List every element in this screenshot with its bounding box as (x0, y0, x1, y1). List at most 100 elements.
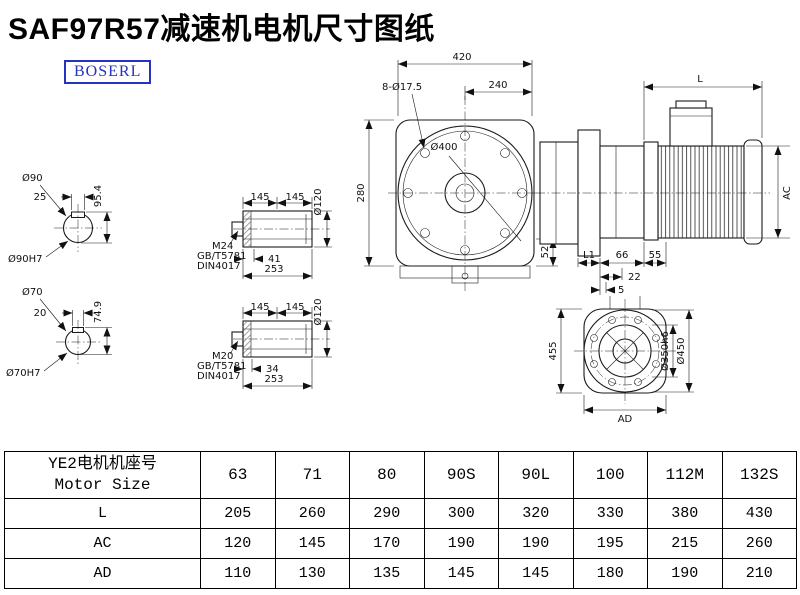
motor-size-112m: 112M (647, 451, 723, 499)
value-cell: 145 (274, 528, 350, 559)
value-cell: 145 (423, 558, 499, 589)
gearbox-front-view: Ø400 420 240 8-Ø17.5 280 (356, 52, 558, 292)
dim-shaft90-diameter: Ø90 (22, 172, 67, 217)
boserl-logo: BOSERL (64, 60, 152, 84)
dim-AD: AD (583, 395, 667, 425)
dim-420: 420 (397, 52, 533, 116)
dim-AC-label: AC (782, 186, 793, 200)
value-cell: 260 (721, 528, 797, 559)
dim-25-label: 25 (34, 192, 47, 203)
shaft-end-view-70: Ø70 20 74.9 Ø70H7 (6, 286, 112, 379)
value-cell: 190 (423, 528, 499, 559)
dim-d90-label: Ø90 (22, 172, 43, 184)
value-cell: 135 (349, 558, 425, 589)
dim-d70-label: Ø70 (22, 286, 43, 298)
motor-size-90l: 90L (498, 451, 574, 499)
dim-22-label: 22 (628, 272, 641, 283)
standard-din4017-label-2: DIN4017 (197, 371, 241, 382)
dim-145-145-bottom: 145 145 (242, 302, 313, 319)
motor-size-80: 80 (349, 451, 425, 499)
dim-253-bottom: 253 (242, 359, 313, 390)
value-cell: 320 (498, 498, 574, 529)
row-label-AC: AC (4, 528, 201, 559)
dim-20-label: 20 (34, 308, 47, 319)
table-row-AC: AC 120 145 170 190 190 195 215 260 (4, 528, 797, 559)
dim-shaft90-keywidth: 25 (34, 192, 95, 210)
technical-drawing: Ø90 25 95.4 Ø90H7 (6, 52, 793, 425)
motor-adapter (599, 145, 645, 239)
dim-5-label: 5 (618, 285, 624, 296)
dim-41-label: 41 (268, 254, 281, 265)
value-cell: 190 (498, 528, 574, 559)
dim-AD-label: AD (618, 414, 633, 425)
dim-shaft70-diameter: Ø70 (22, 286, 67, 332)
header-label-en: Motor Size (54, 476, 151, 494)
dim-145c-label: 145 (250, 302, 269, 313)
dim-145b-label: 145 (285, 192, 304, 203)
motor-size-71: 71 (274, 451, 350, 499)
fan-cowl (743, 139, 763, 245)
value-cell: 260 (274, 498, 350, 529)
dim-AC: AC (746, 145, 793, 239)
dim-L: L (643, 74, 763, 140)
value-cell: 120 (200, 528, 276, 559)
dim-shaft70-bore: Ø70H7 (6, 352, 68, 379)
dim-455: 455 (548, 308, 582, 394)
table-row-L: L 205 260 290 300 320 330 380 430 (4, 498, 797, 529)
motor-size-90s: 90S (423, 451, 499, 499)
dim-flange-diameter: Ø400 (431, 141, 522, 242)
dim-d120-top-label: Ø120 (312, 189, 324, 216)
dim-shaft70-keywidth: 20 (34, 308, 94, 326)
output-flange-view: 455 Ø350h6 Ø450 AD (548, 296, 694, 425)
dim-253-top-label: 253 (264, 264, 283, 275)
value-cell: 210 (721, 558, 797, 589)
dim-145d-label: 145 (285, 302, 304, 313)
motor-side-view: L AC L1 66 55 22 (536, 74, 793, 296)
dim-55-label: 55 (649, 250, 662, 261)
dim-253-top: 253 (242, 249, 313, 280)
dim-shaft70-keydepth: 74.9 (81, 301, 112, 355)
dim-cluster-lower: L1 66 55 22 5 (577, 242, 667, 296)
value-cell: 195 (572, 528, 648, 559)
value-cell: 215 (647, 528, 723, 559)
dim-d90h7-label: Ø90H7 (8, 253, 42, 265)
thread-m20-label: M20 (212, 351, 233, 362)
standard-gbt5781-label: GB/T5781 (197, 251, 247, 262)
dim-253-bottom-label: 253 (264, 374, 283, 385)
standard-gbt5781-label-2: GB/T5781 (197, 361, 247, 372)
value-cell: 110 (200, 558, 276, 589)
dim-420-label: 420 (452, 52, 471, 63)
dim-L1-label: L1 (583, 250, 595, 261)
header-label-cn: YE2电机机座号 (48, 455, 157, 474)
dim-280-label: 280 (356, 183, 367, 202)
motor-body-fins (657, 145, 745, 239)
motor-size-table: YE2电机机座号 Motor Size 63 71 80 90S 90L 100… (4, 451, 797, 589)
dim-L-label: L (697, 74, 703, 85)
value-cell: 145 (498, 558, 574, 589)
dim-74-9-label: 74.9 (93, 301, 104, 323)
thread-m24-label: M24 (212, 241, 233, 252)
page-title: SAF97R57减速机电机尺寸图纸 (8, 13, 435, 46)
dim-455-label: 455 (548, 341, 559, 360)
motor-size-63: 63 (200, 451, 276, 499)
standard-din4017-label: DIN4017 (197, 261, 241, 272)
value-cell: 290 (349, 498, 425, 529)
terminal-box (669, 107, 713, 147)
dim-52-label: 52 (540, 246, 551, 259)
dim-d70h7-label: Ø70H7 (6, 367, 40, 379)
dim-95-4-label: 95.4 (93, 185, 104, 207)
motor-size-header-cell: YE2电机机座号 Motor Size (4, 451, 201, 499)
motor-end-bell (643, 141, 659, 241)
dim-145a-label: 145 (250, 192, 269, 203)
dim-280: 280 (356, 119, 394, 267)
bolt-holes-callout: 8-Ø17.5 (382, 81, 426, 149)
dim-34: 34 (234, 359, 279, 375)
dim-shaft90-keydepth: 95.4 (81, 185, 112, 244)
motor-size-100: 100 (572, 451, 648, 499)
dim-8-d17-5-label: 8-Ø17.5 (382, 81, 422, 93)
dim-34-label: 34 (266, 364, 279, 375)
value-cell: 380 (647, 498, 723, 529)
value-cell: 180 (572, 558, 648, 589)
dim-66-label: 66 (616, 250, 629, 261)
table-header-row: YE2电机机座号 Motor Size 63 71 80 90S 90L 100… (4, 451, 797, 499)
